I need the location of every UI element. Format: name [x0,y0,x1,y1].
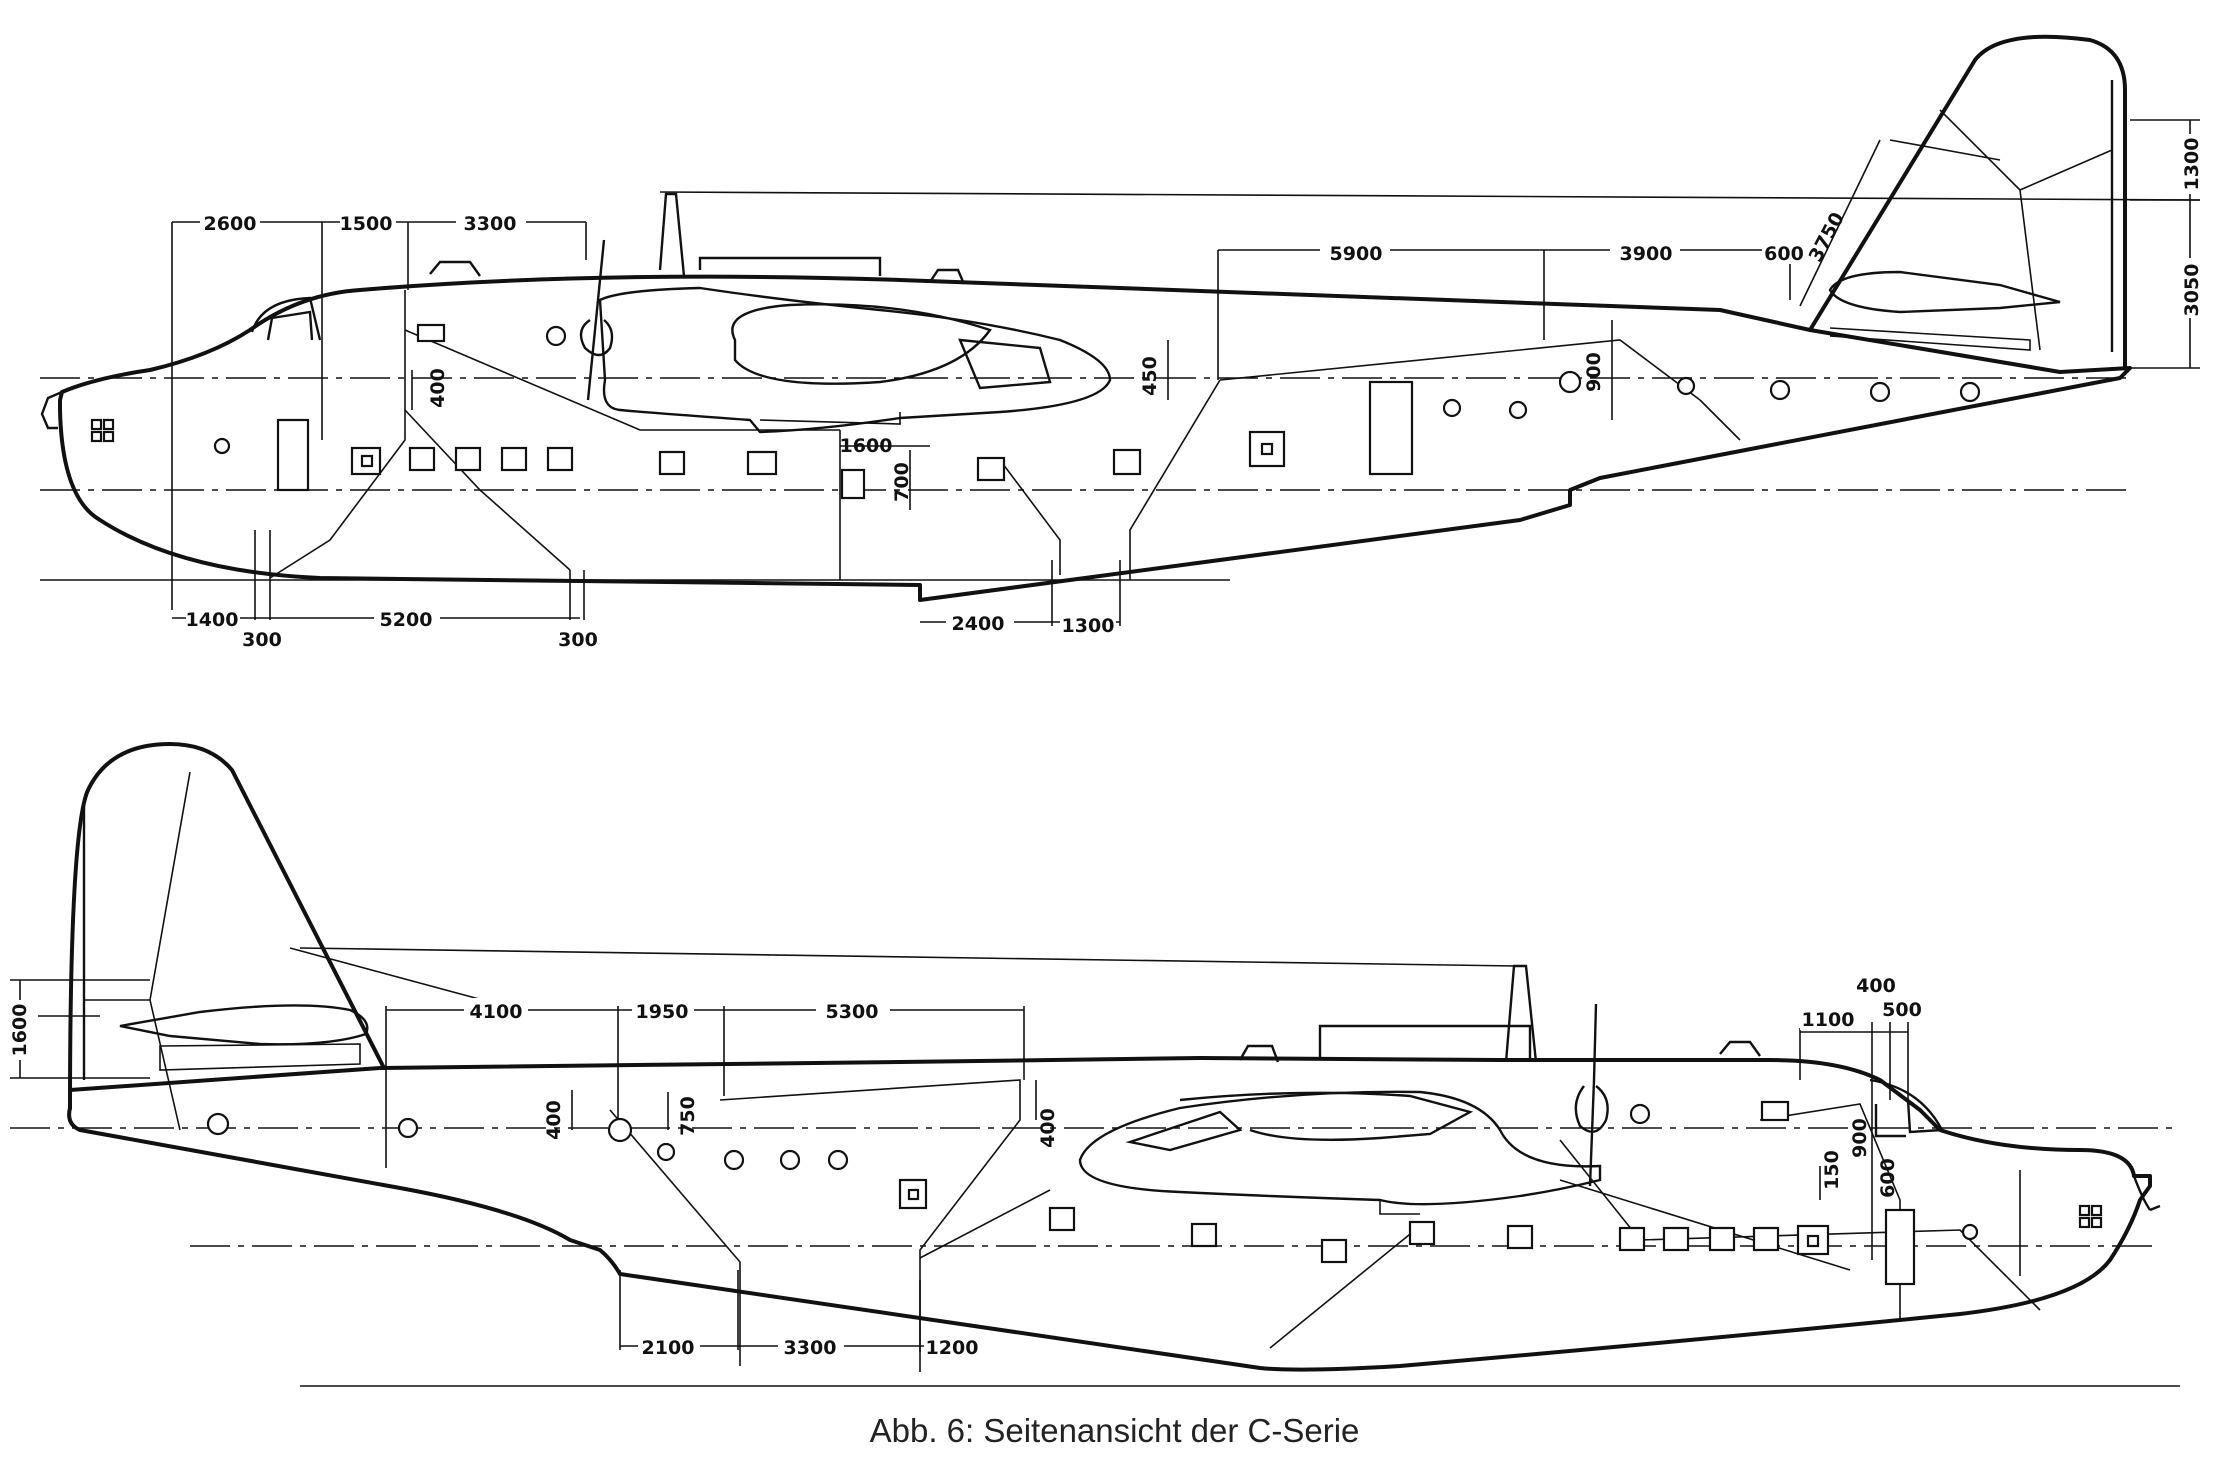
dim-label: 450 [1139,356,1161,396]
dim-label: 1300 [2181,138,2203,191]
dim-label: 3050 [2181,264,2203,317]
dimension-lines [171,119,2200,626]
dim-label: 3300 [784,1337,837,1359]
dim-label: 3750 [1805,209,1849,266]
cockpit-windows [250,296,322,341]
side-view-facing-left: 2600 1500 3300 5900 3900 600 3750 1300 3… [40,34,2212,651]
dim-label: 2100 [642,1337,695,1359]
dim-label: 1600 [840,435,893,457]
propeller [579,239,614,401]
dim-label: 600 [1877,1158,1899,1198]
dim-label: 400 [543,1100,565,1140]
dim-label: 1300 [1062,615,1115,637]
dim-label: 300 [242,629,282,651]
dim-label: 5200 [380,609,433,631]
hull-outline [58,274,2132,602]
side-view-facing-right: 1600 4100 1950 5300 400 750 400 400 1100… [2,742,2180,1387]
dim-label: 900 [1583,352,1605,392]
dim-label: 2600 [204,213,257,235]
dim-label: 400 [1037,1108,1059,1148]
dimension-labels: 1600 4100 1950 5300 400 750 400 400 1100… [2,975,1922,1359]
tail-fin [1808,34,2127,370]
wing-root [598,286,1112,434]
horizontal-stabilizer [119,1004,369,1046]
fuselage-windows [206,1100,2103,1286]
dim-label: 300 [558,629,598,651]
figure-caption: Abb. 6: Seitenansicht der C-Serie [869,1412,1360,1449]
dim-label: 5900 [1330,243,1383,265]
dim-label: 700 [891,462,913,502]
dim-label: 500 [1882,999,1922,1021]
dim-label: 1500 [340,213,393,235]
dim-label: 1200 [926,1337,979,1359]
dim-label: 400 [1856,975,1896,997]
horizontal-stabilizer [1828,270,2061,314]
fuselage-windows [90,323,1981,500]
dim-label: 3900 [1620,243,1673,265]
dim-label: 750 [677,1096,699,1136]
wing-root [1078,1090,1602,1206]
dim-label: 1600 [9,1004,31,1057]
dim-label: 600 [1764,243,1804,265]
dim-label: 5300 [826,1001,879,1023]
dim-label: 3300 [464,213,517,235]
dimension-labels: 2600 1500 3300 5900 3900 600 3750 1300 3… [186,134,2212,651]
tail-fin [68,742,386,1110]
dim-label: 2400 [952,613,1005,635]
dim-label: 900 [1849,1118,1871,1158]
dim-label: 400 [427,368,449,408]
dim-label: 1400 [186,609,239,631]
dim-label: 150 [1821,1150,1843,1190]
hull-outline [67,1056,2152,1372]
cockpit-windows [1869,1078,1944,1138]
dim-label: 4100 [470,1001,523,1023]
propeller [1574,1003,1609,1187]
dimension-lines [10,979,2021,1352]
dim-label: 1950 [636,1001,689,1023]
dim-label: 1100 [1802,1009,1855,1031]
